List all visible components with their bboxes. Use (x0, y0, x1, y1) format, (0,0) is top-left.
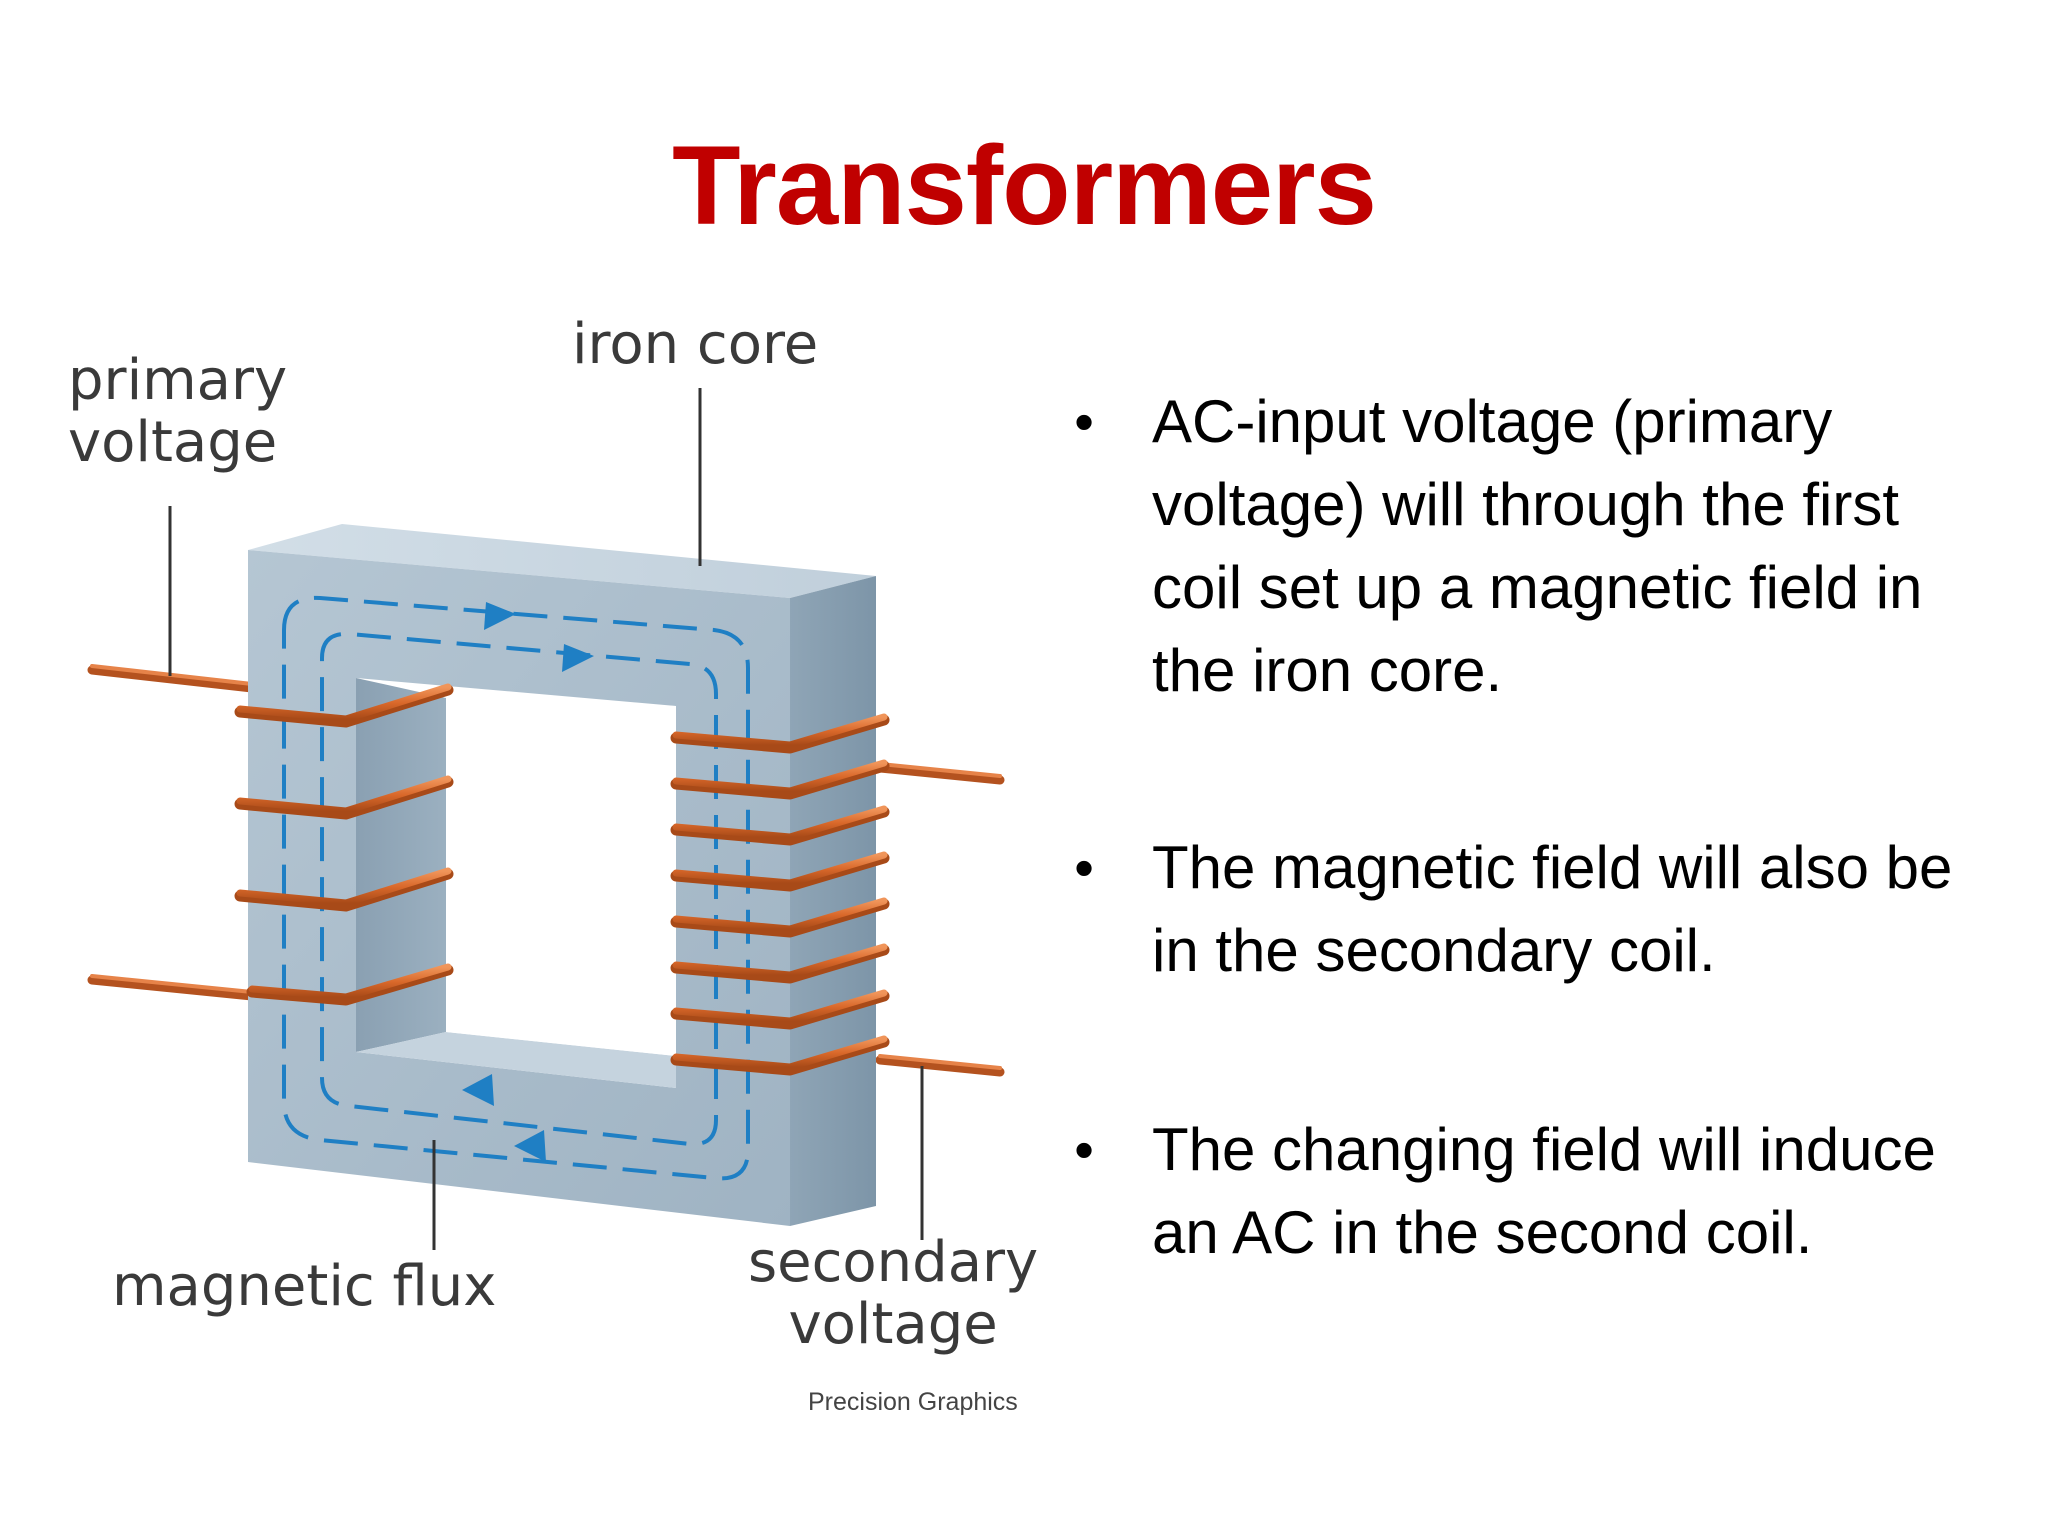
core-window-bottom-depth (356, 1032, 676, 1088)
transformer-illustration (87, 388, 1005, 1250)
primary-turn (234, 867, 454, 912)
flux-arrow-top-outer (484, 602, 516, 630)
secondary-coil (670, 713, 890, 1076)
primary-voltage-label: primary voltage (68, 348, 288, 475)
core-window-left-depth (356, 678, 446, 1052)
bullet-dot: • (1074, 390, 1094, 453)
primary-wire-leads (87, 664, 257, 1001)
core-side-face (790, 576, 876, 1226)
bullet-dot: • (1074, 1118, 1094, 1181)
bullet-item: • The changing field will induce an AC i… (1064, 1108, 2004, 1274)
secondary-turn (670, 897, 890, 938)
bullet-text: The changing field will induce an AC in … (1152, 1116, 1936, 1266)
secondary-turn (670, 851, 890, 892)
transformer-diagram: primary voltage iron core magnetic flux … (0, 280, 1060, 1460)
image-credit: Precision Graphics (808, 1388, 1018, 1416)
primary-turn (234, 683, 454, 728)
primary-turn (234, 775, 454, 820)
primary-turn (246, 963, 454, 1006)
magnetic-flux-label: magnetic flux (112, 1254, 497, 1319)
flux-arrows (462, 602, 594, 1162)
magnetic-flux-lines (282, 595, 750, 1181)
secondary-turn (670, 943, 890, 984)
flux-arrow-top-inner (562, 644, 594, 672)
bullet-item: • The magnetic field will also be in the… (1064, 826, 2004, 992)
label-pointers (168, 388, 924, 1250)
secondary-turn (670, 759, 890, 800)
secondary-turn (670, 805, 890, 846)
iron-core-label: iron core (572, 312, 819, 377)
bullet-dot: • (1074, 836, 1094, 899)
core-window-opening (446, 698, 676, 1056)
primary-coil (234, 683, 454, 1006)
core-top-face (248, 524, 876, 598)
secondary-turn (670, 1035, 890, 1076)
secondary-turn (670, 713, 890, 754)
flux-arrow-bottom-inner (462, 1074, 494, 1106)
slide-title: Transformers (672, 123, 1377, 248)
secondary-voltage-label: secondary voltage (748, 1230, 1039, 1357)
bullet-text: AC-input voltage (primary voltage) will … (1152, 388, 1923, 704)
secondary-turn (670, 989, 890, 1030)
bullet-item: • AC-input voltage (primary voltage) wil… (1064, 380, 2004, 712)
bullet-text: The magnetic field will also be in the s… (1152, 834, 1953, 984)
flux-arrow-bottom-outer (514, 1130, 546, 1162)
core-front-face (248, 550, 790, 1226)
